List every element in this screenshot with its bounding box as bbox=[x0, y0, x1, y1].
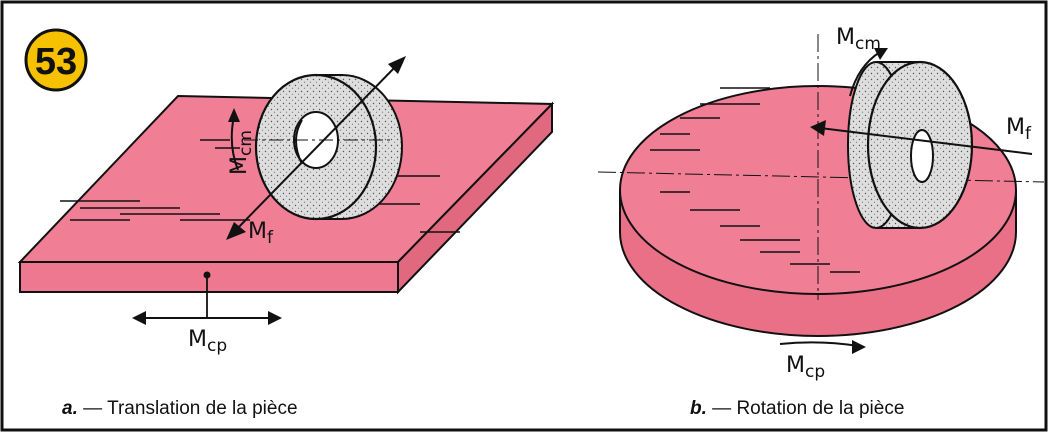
label-mcm-left: M bbox=[227, 156, 252, 175]
label-mcp-right-sub: cp bbox=[805, 362, 825, 382]
svg-text:Mf: Mf bbox=[248, 219, 274, 248]
svg-text:Mf: Mf bbox=[1006, 115, 1032, 144]
label-mcm-right: M bbox=[836, 25, 855, 50]
caption-right-dash: — bbox=[712, 398, 732, 419]
label-mf-left: M bbox=[248, 219, 267, 244]
svg-text:Mcm: Mcm bbox=[836, 25, 881, 54]
label-mcm-left-sub: cm bbox=[236, 130, 256, 156]
label-mcp-left: M bbox=[188, 327, 207, 352]
label-mcp-left-sub: cp bbox=[207, 336, 227, 356]
caption-left-text: Translation de la pièce bbox=[107, 398, 298, 419]
feed-axis-right bbox=[819, 127, 1033, 155]
label-mf-left-sub: f bbox=[267, 228, 274, 248]
feed-axis-left bbox=[231, 61, 401, 235]
svg-text:Mcp: Mcp bbox=[188, 327, 227, 356]
caption-right: b. — Rotation de la pièce bbox=[690, 398, 904, 420]
label-mcm-right-sub: cm bbox=[855, 34, 881, 54]
feed-arrow-up-left bbox=[388, 56, 406, 74]
svg-text:Mcp: Mcp bbox=[786, 353, 825, 382]
feed-arrow-down-left bbox=[226, 222, 246, 240]
grinding-wheel-left bbox=[254, 73, 403, 221]
caption-left-letter: a. bbox=[62, 398, 78, 419]
reference-point bbox=[203, 271, 211, 279]
caption-left-dash: — bbox=[83, 398, 103, 419]
caption-right-letter: b. bbox=[690, 398, 707, 419]
caption-right-text: Rotation de la pièce bbox=[736, 398, 905, 419]
disc-hatching bbox=[650, 87, 860, 273]
label-mf-right-sub: f bbox=[1025, 124, 1032, 144]
label-mcp-right: M bbox=[786, 353, 805, 378]
right-diagram: Mcm Mf Mcp bbox=[597, 25, 1045, 382]
label-mf-right: M bbox=[1006, 115, 1025, 140]
wheel-rotation-arrow-right bbox=[849, 51, 881, 97]
grinding-wheel-right bbox=[847, 60, 974, 230]
caption-left: a. — Translation de la pièce bbox=[62, 398, 298, 420]
left-diagram: Mcm Mf Mcp bbox=[17, 56, 555, 356]
figure-number-badge: 53 bbox=[24, 28, 88, 92]
piece-rotation-arrow bbox=[779, 341, 859, 347]
figure-number: 53 bbox=[35, 41, 77, 83]
svg-text:Mcm: Mcm bbox=[227, 130, 256, 175]
workpiece-side-face bbox=[397, 101, 553, 295]
feed-arrow-right bbox=[810, 120, 826, 136]
